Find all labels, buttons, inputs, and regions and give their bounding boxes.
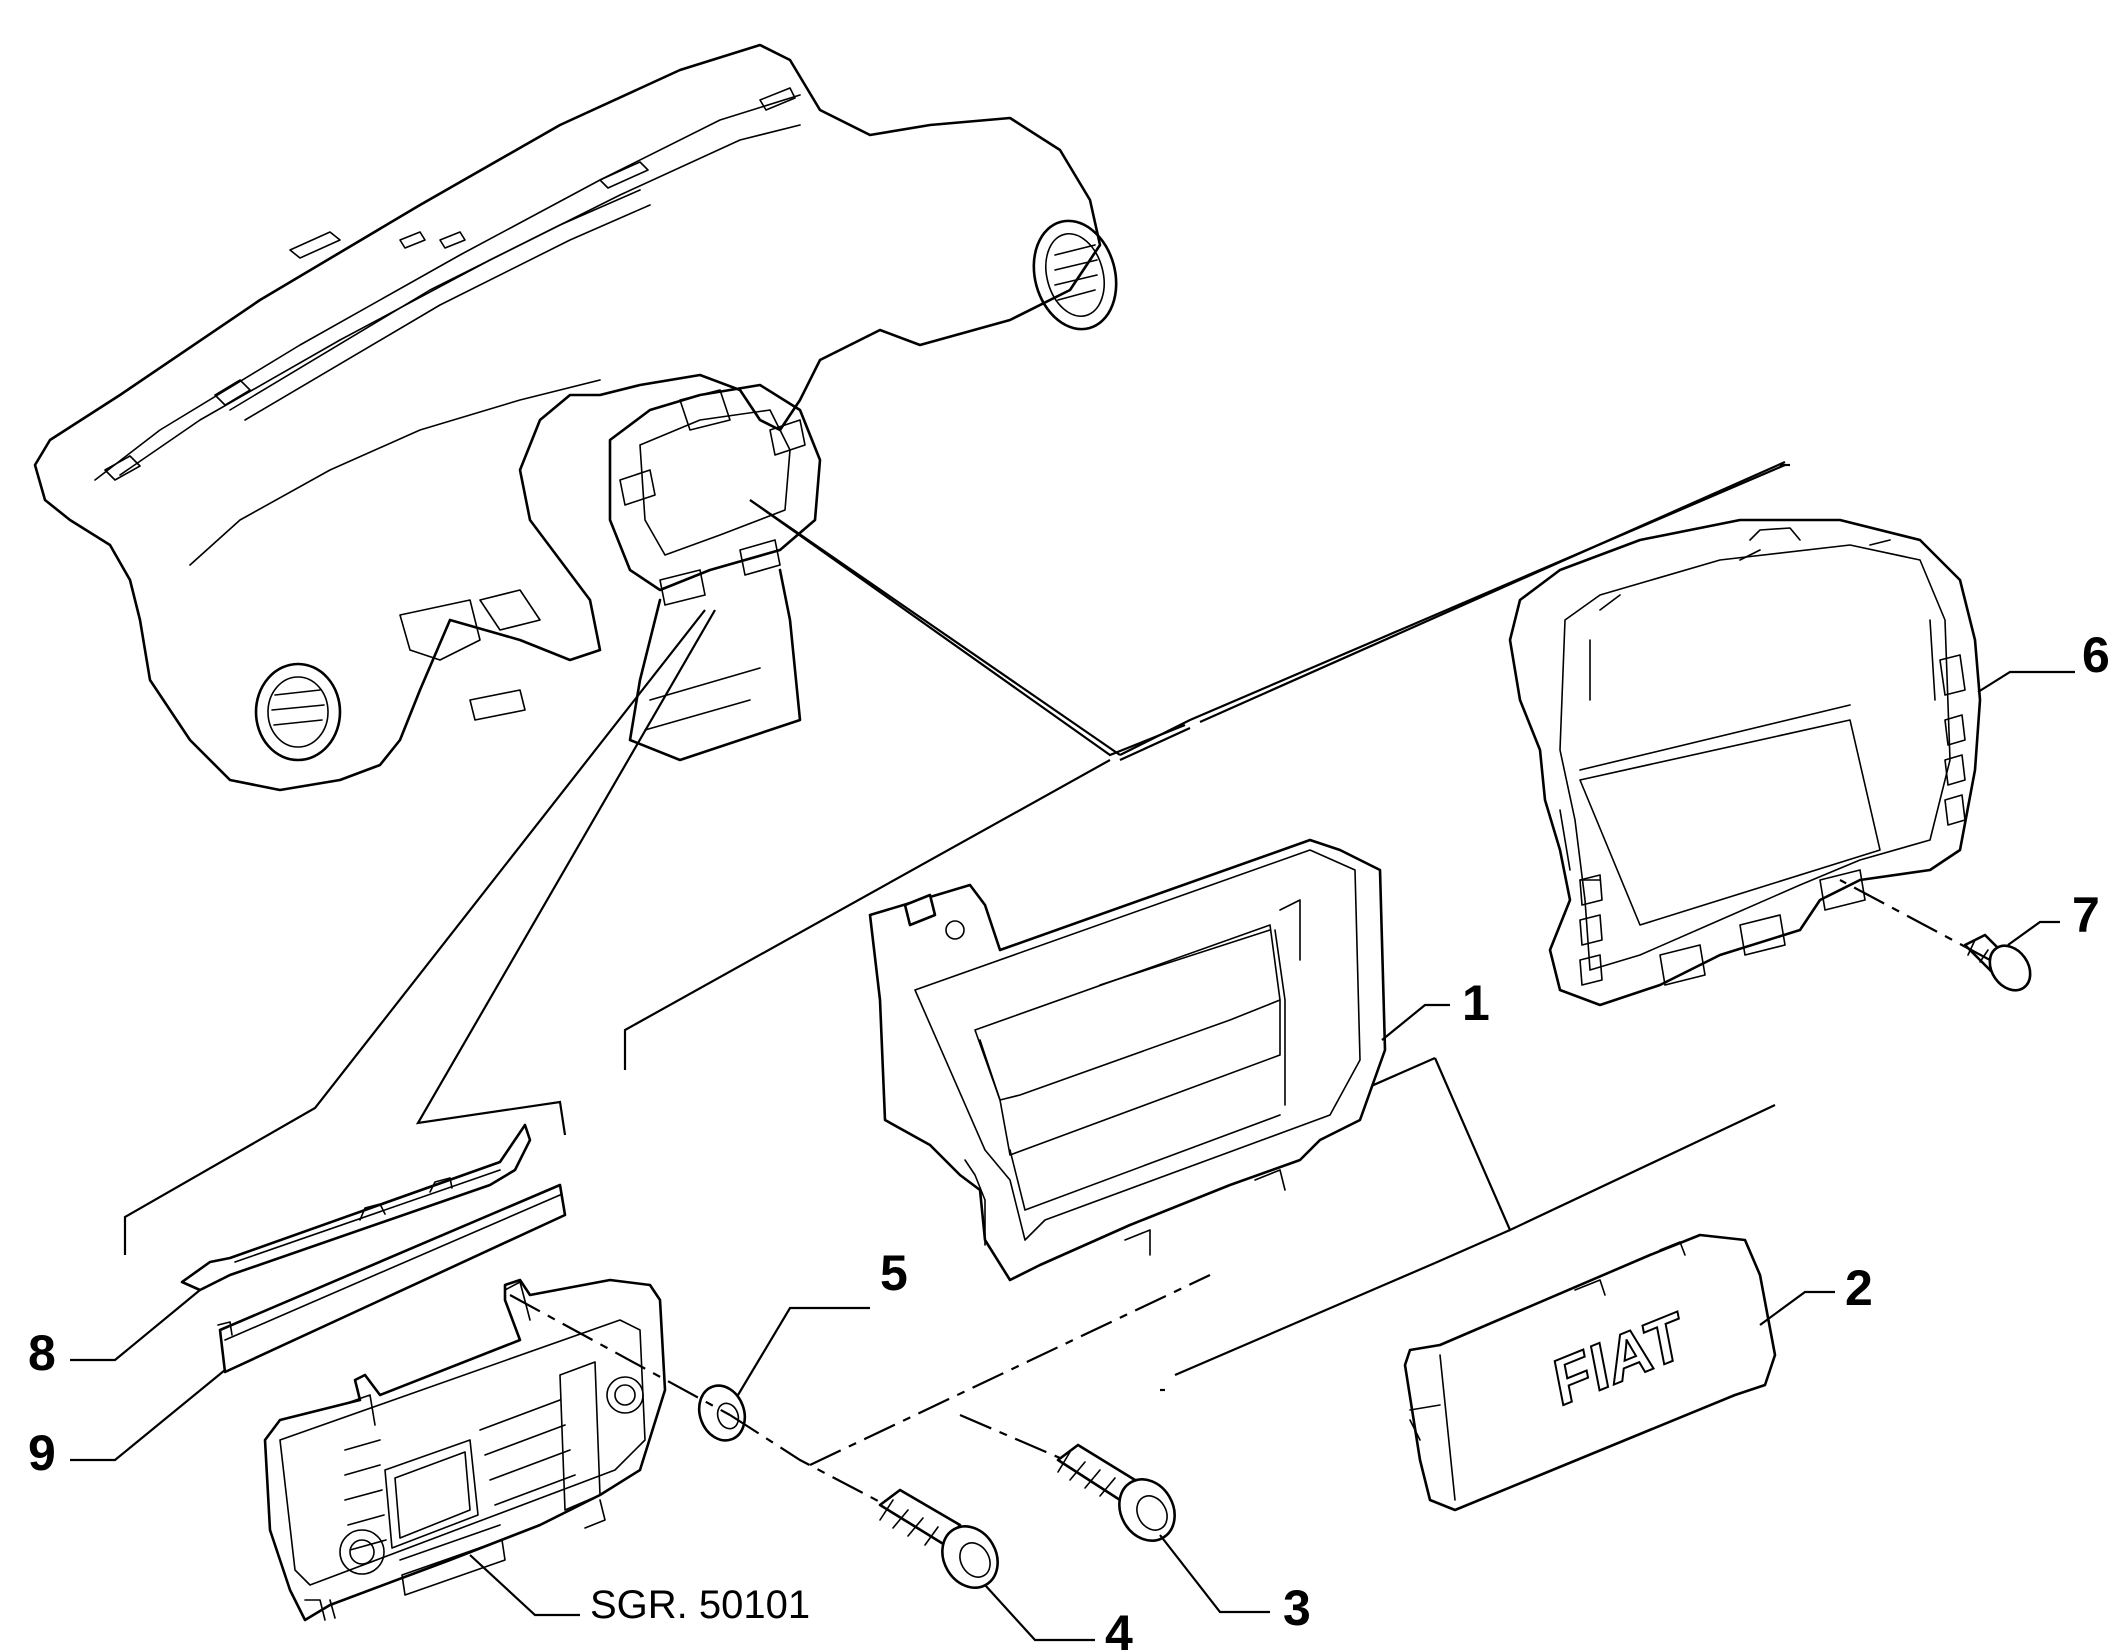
right-air-vent [1032,219,1118,331]
center-console-bezel [1508,518,1982,1007]
svg-text:2: 2 [1845,1260,1873,1316]
svg-text:6: 6 [2082,627,2110,683]
screw-7 [1963,933,2032,992]
assembly-axes [509,879,1991,1503]
dashboard-center-cavity [399,383,822,762]
left-air-vent [254,662,342,762]
radio-frame [868,838,1387,1282]
trim-strip-8 [180,1123,532,1292]
callout-3: 3 [1159,1534,1311,1636]
callout-6: 6 [1977,627,2110,693]
reference-label: SGR. 50101 [590,1583,810,1627]
fiat-cover-plate: FIAT [1403,1233,1777,1512]
svg-text:3: 3 [1283,1580,1311,1636]
callout-8: 8 [28,1289,201,1381]
climate-control-unit [263,1278,667,1622]
callout-5: 5 [737,1245,908,1396]
svg-text:9: 9 [28,1425,56,1481]
washer [697,1384,747,1442]
callout-2: 2 [1759,1260,1873,1326]
svg-text:8: 8 [28,1325,56,1381]
svg-text:1: 1 [1462,975,1490,1031]
screw-3 [1056,1443,1176,1542]
screw-4 [878,1488,999,1589]
dashboard-assembly [33,43,1118,792]
trim-strip-9 [217,1183,567,1374]
callout-7: 7 [2007,887,2100,946]
svg-text:7: 7 [2072,887,2100,943]
callout-4: 4 [984,1584,1133,1652]
callout-9: 9 [28,1369,226,1481]
callout-1: 1 [1381,975,1490,1041]
svg-text:4: 4 [1105,1605,1133,1652]
callout-sgr: SGR. 50101 [469,1554,810,1627]
svg-text:5: 5 [880,1245,908,1301]
